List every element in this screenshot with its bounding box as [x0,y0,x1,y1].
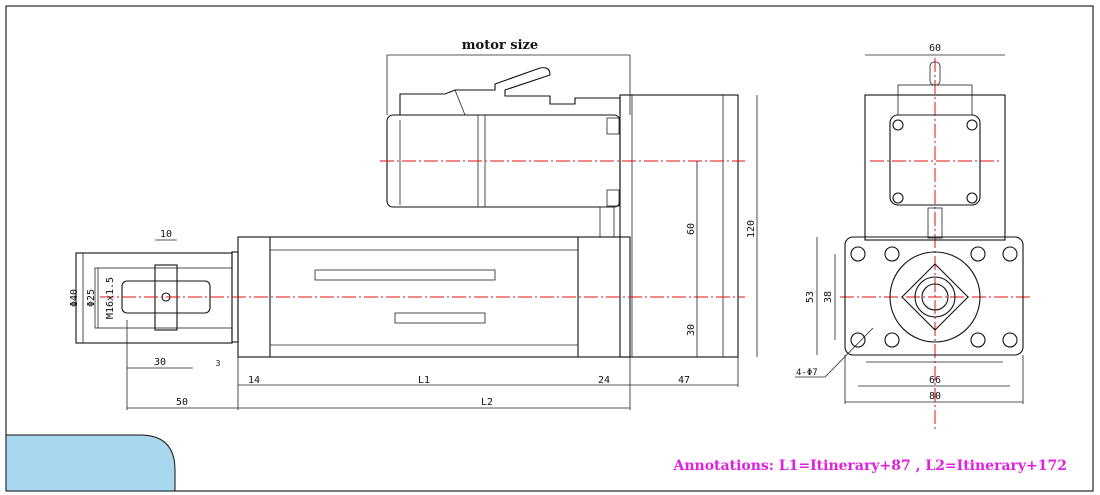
dim-motor-47: 47 [678,375,690,386]
dim-height-30: 30 [686,324,697,336]
motor-size-title: motor size [462,38,538,53]
dim-height-60: 60 [686,223,697,235]
dim-l2: L2 [481,397,493,408]
dim-height-120: 120 [746,220,757,238]
dim-top-width-60: 60 [929,43,941,54]
dim-l1: L1 [418,375,430,386]
dim-thread: M16x1.5 [105,277,116,319]
rod-end [75,252,233,344]
dim-dia-40: Φ40 [69,289,80,307]
dim-flange-38: 38 [823,291,834,303]
dim-nut-width: 10 [160,229,172,240]
corner-tab [5,434,176,492]
dim-dia-25: Φ25 [86,289,97,307]
dim-end-14: 14 [248,375,260,386]
dim-holes: 4-Φ7 [796,368,818,378]
dim-flange-66: 66 [929,375,941,386]
dim-gap-3: 3 [216,359,221,368]
motor-end-view [844,61,1024,363]
dim-rod-30: 30 [154,357,166,368]
drawing-border [5,5,1094,492]
servo-motor-side [386,67,739,358]
dim-end-24: 24 [598,375,610,386]
dim-flange-80: 80 [929,391,941,402]
dim-flange-53: 53 [805,291,816,303]
annotation-note: Annotations: L1=Itinerary+87 , L2=Itiner… [673,458,1068,474]
dimension-lines [82,54,1024,410]
dim-rod-50: 50 [176,397,188,408]
